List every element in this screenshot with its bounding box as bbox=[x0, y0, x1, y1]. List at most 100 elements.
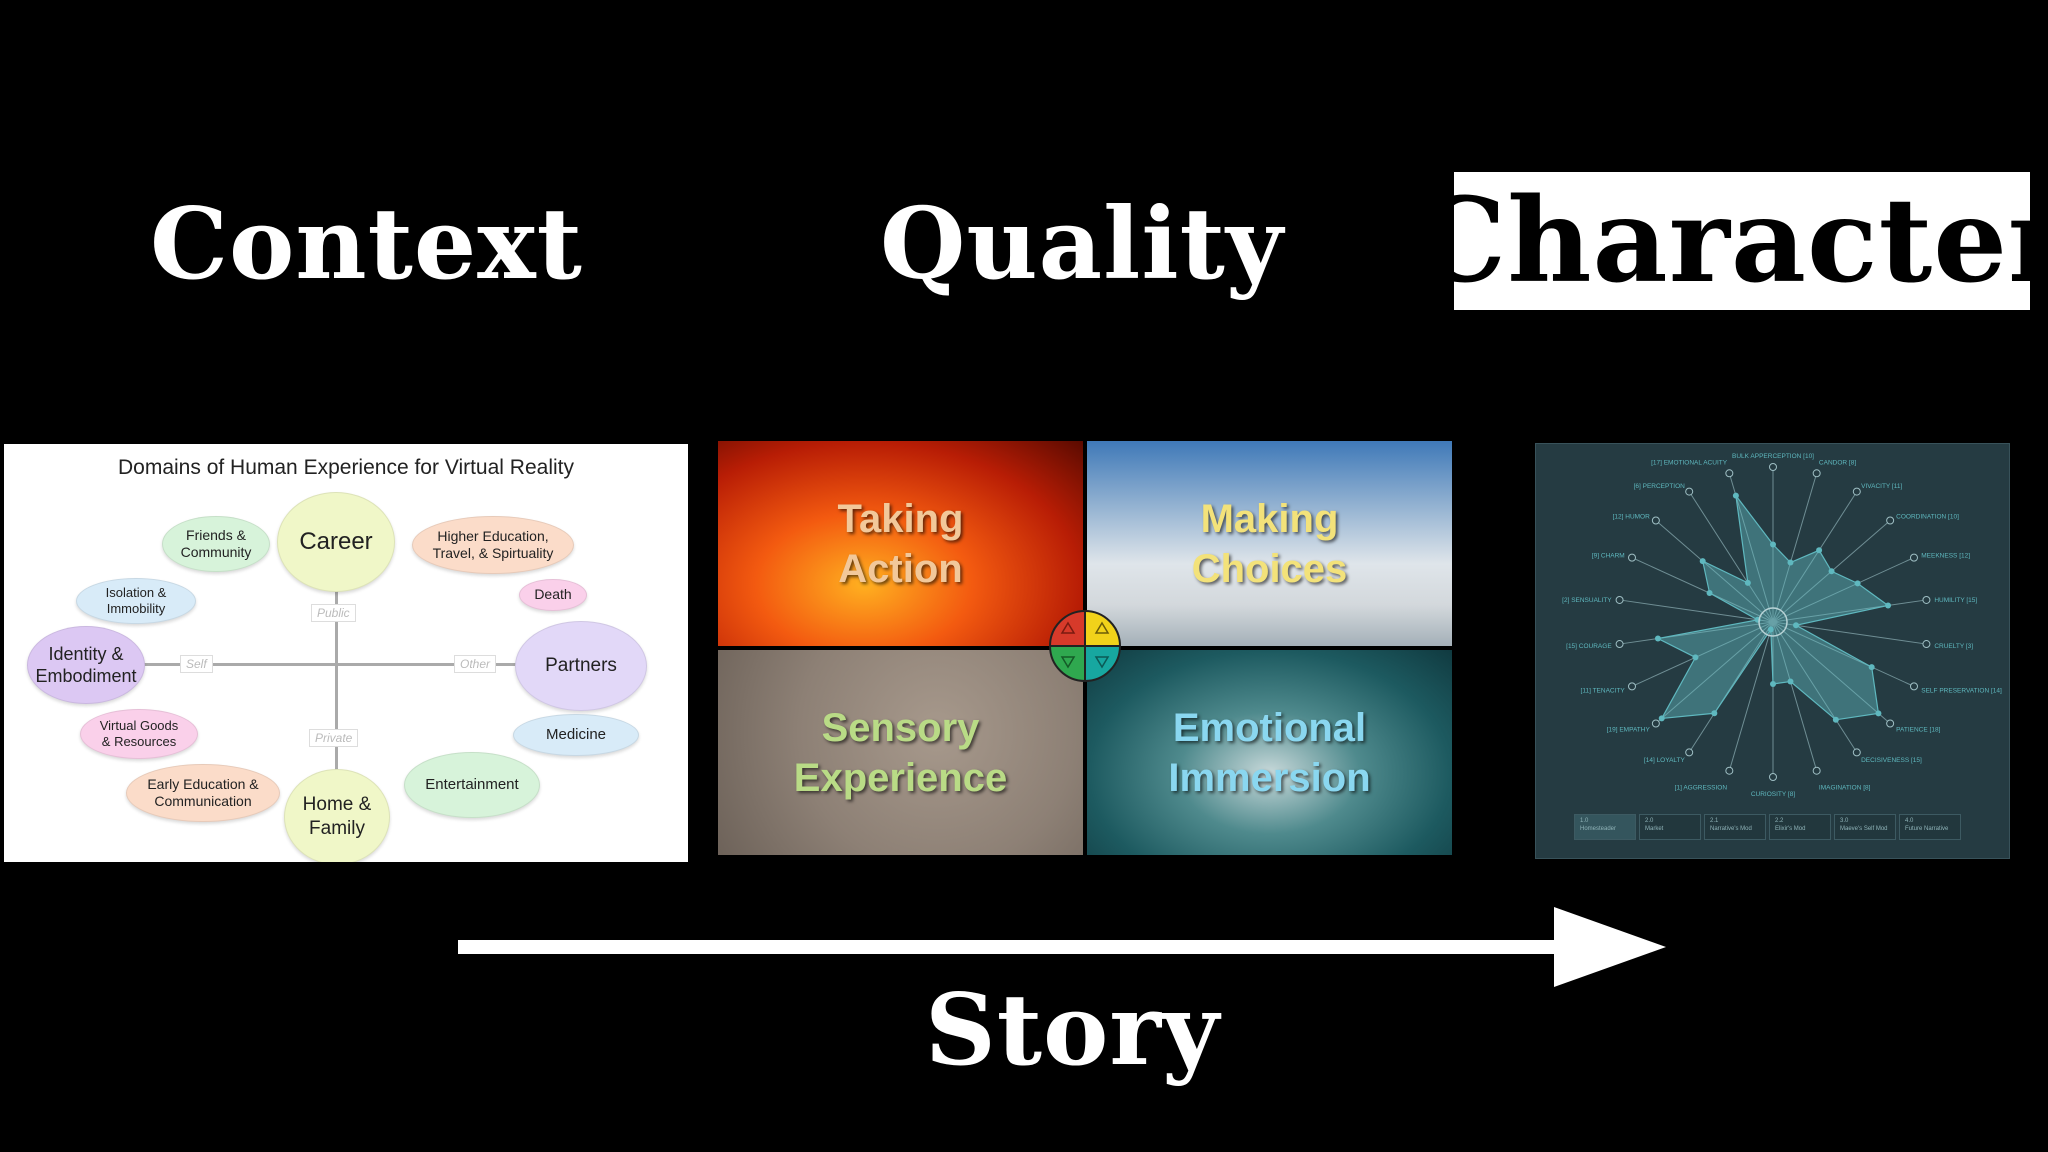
radar-spoke bbox=[1772, 599, 1927, 623]
radar-point bbox=[1816, 547, 1823, 554]
radar-axis-end bbox=[1922, 640, 1931, 649]
character-tab-number: 3.0 bbox=[1840, 818, 1849, 824]
character-tab-label: Market bbox=[1645, 825, 1664, 832]
radar-axis-label: [15] COURAGE bbox=[1566, 643, 1612, 650]
radar-axis-end bbox=[1628, 553, 1637, 562]
quality-heading: Quality bbox=[880, 187, 1284, 302]
quadrant-making-choices: Making Choices bbox=[1087, 441, 1452, 646]
radar-axis-end bbox=[1685, 487, 1694, 496]
radar-spoke bbox=[1772, 621, 1915, 687]
radar-axis-end bbox=[1909, 553, 1918, 562]
radar-axis-end bbox=[1651, 516, 1660, 525]
radar-point bbox=[1699, 558, 1706, 565]
radar-point bbox=[1732, 492, 1739, 499]
radar-point bbox=[1885, 602, 1892, 609]
radar-point bbox=[1793, 622, 1800, 629]
character-tab-label: Elixir's Mod bbox=[1775, 825, 1806, 832]
radar-point bbox=[1787, 559, 1794, 566]
radar-spoke bbox=[1772, 557, 1915, 623]
radar-spoke bbox=[1655, 520, 1774, 623]
radar-axis-label: DECISIVENESS [15] bbox=[1861, 757, 1922, 764]
radar-axis-end bbox=[1909, 682, 1918, 691]
character-tab-number: 4.0 bbox=[1905, 818, 1914, 824]
character-tab-number: 1.0 bbox=[1580, 818, 1589, 824]
node-virtual-goods: Virtual Goods & Resources bbox=[80, 709, 198, 759]
node-home-family: Home & Family bbox=[284, 769, 390, 862]
radar-axis-label: [6] PERCEPTION bbox=[1634, 483, 1686, 490]
node-friends-community: Friends & Community bbox=[162, 516, 270, 572]
radar-axis-label: [14] LOYALTY bbox=[1644, 757, 1686, 764]
radar-point bbox=[1770, 681, 1776, 687]
radar-axis-end bbox=[1886, 516, 1895, 525]
radar-axis-end bbox=[1615, 595, 1624, 604]
context-heading: Context bbox=[150, 187, 583, 302]
radar-center-ring bbox=[1758, 607, 1788, 637]
radar-axis-end bbox=[1769, 773, 1777, 781]
radar-axis-end bbox=[1922, 595, 1931, 604]
axis-label-private: Private bbox=[309, 729, 359, 747]
radar-axis-label: BULK APPERCEPTION [10] bbox=[1732, 453, 1814, 460]
radar-point bbox=[1711, 710, 1718, 717]
radar-spoke bbox=[1772, 473, 1818, 623]
radar-spoke bbox=[1619, 599, 1774, 623]
radar-axis-end bbox=[1651, 719, 1660, 728]
radar-spoke bbox=[1631, 621, 1774, 687]
context-diagram: Domains of Human Experience for Virtual … bbox=[4, 444, 688, 862]
radar-axis-end bbox=[1725, 469, 1734, 478]
vertical-axis bbox=[335, 574, 338, 782]
node-higher-education: Higher Education, Travel, & Spirtuality bbox=[412, 516, 574, 574]
node-death: Death bbox=[519, 579, 587, 611]
radar-axis-label: [12] HUMOR bbox=[1613, 513, 1651, 520]
radar-axis-end bbox=[1812, 469, 1821, 478]
radar-point bbox=[1828, 568, 1835, 575]
node-partners: Partners bbox=[515, 621, 647, 711]
radar-point bbox=[1654, 635, 1661, 642]
radar-point bbox=[1744, 579, 1751, 586]
radar-point bbox=[1706, 590, 1713, 597]
character-tab-number: 2.0 bbox=[1645, 818, 1654, 824]
radar-axis-end bbox=[1628, 682, 1637, 691]
radar-spoke bbox=[1728, 621, 1774, 771]
radar-spoke bbox=[1688, 621, 1774, 753]
story-heading: Story bbox=[925, 973, 1220, 1088]
radar-axis-label: [19] EMPATHY bbox=[1607, 727, 1651, 734]
character-radar-panel: BULK APPERCEPTION [10]CANDOR [8]VIVACITY… bbox=[1535, 443, 2010, 859]
radar-axis-label: [2] SENSUALITY bbox=[1562, 597, 1612, 604]
radar-axis-label: MEEKNESS [12] bbox=[1921, 552, 1970, 559]
character-tab-label: Narrative's Mod bbox=[1710, 825, 1752, 832]
earth-triangle-icon bbox=[1060, 656, 1076, 669]
character-tab-label: Homesteader bbox=[1580, 825, 1617, 832]
character-heading: Character bbox=[1413, 172, 2048, 310]
radar-axis-end bbox=[1852, 748, 1861, 757]
quadrant-sensory-experience: Sensory Experience bbox=[718, 650, 1083, 855]
radar-point bbox=[1875, 710, 1882, 717]
radar-spoke bbox=[1619, 621, 1774, 645]
wheel-green-quarter bbox=[1050, 646, 1085, 681]
story-arrow-icon bbox=[458, 907, 1666, 987]
fire-triangle-icon bbox=[1060, 621, 1076, 634]
character-tab-number: 2.1 bbox=[1710, 818, 1719, 824]
axis-label-public: Public bbox=[311, 604, 356, 622]
radar-point bbox=[1787, 678, 1794, 685]
radar-axis-label: SELF PRESERVATION [14] bbox=[1921, 688, 2002, 695]
radar-spoke bbox=[1772, 621, 1818, 771]
horizontal-axis bbox=[140, 663, 529, 666]
radar-axis-label: CURIOSITY [8] bbox=[1751, 791, 1796, 798]
radar-point bbox=[1868, 664, 1875, 671]
radar-spoke bbox=[1631, 557, 1774, 623]
radar-axis-end bbox=[1812, 766, 1821, 775]
character-tab-number: 2.2 bbox=[1775, 818, 1784, 824]
water-triangle-icon bbox=[1094, 656, 1110, 669]
radar-axis-end bbox=[1852, 487, 1861, 496]
radar-axis-label: IMAGINATION [8] bbox=[1819, 784, 1871, 791]
radar-point bbox=[1832, 716, 1839, 723]
context-diagram-title: Domains of Human Experience for Virtual … bbox=[118, 456, 574, 479]
radar-axis-end bbox=[1886, 719, 1895, 728]
wheel-yellow-quarter bbox=[1085, 611, 1120, 646]
